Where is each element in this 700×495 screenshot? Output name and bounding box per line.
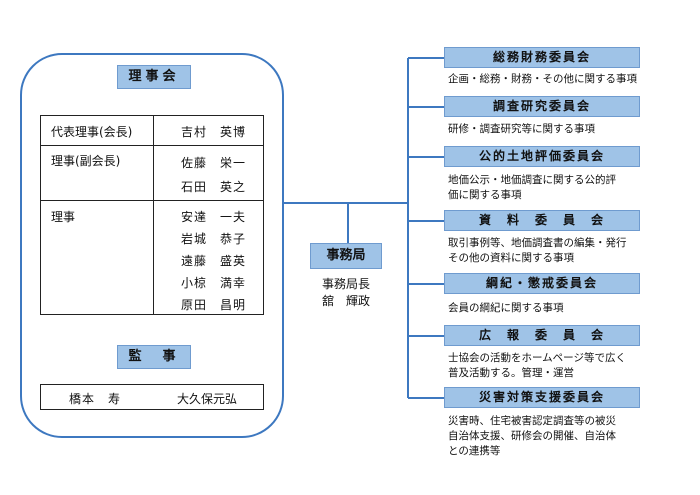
member-name: 佐藤 栄一 xyxy=(181,156,247,170)
member-name: 原田 昌明 xyxy=(181,298,247,312)
desc-line: その他の資料に関する事項 xyxy=(448,252,574,264)
role-label: 理事 xyxy=(51,210,76,224)
committee-desc: 災害時、住宅被害認定調査等の被災 自治体支援、研修会の開催、自治体 との連携等 xyxy=(448,414,648,459)
committee-desc: 士協会の活動をホームページ等で広く 普及活動する。管理・運営 xyxy=(448,351,648,381)
committee-title: 災害対策支援委員会 xyxy=(444,387,640,408)
desc-line: 取引事例等、地価調査書の編集・発行 xyxy=(448,237,627,249)
desc-line: 災害時、住宅被害認定調査等の被災 xyxy=(448,415,616,427)
desc-line: 自治体支援、研修会の開催、自治体 xyxy=(448,430,616,442)
committee-desc: 取引事例等、地価調査書の編集・発行 その他の資料に関する事項 xyxy=(448,236,648,266)
table-divider xyxy=(153,116,154,314)
board-frame xyxy=(20,53,284,438)
board-title: 理事会 xyxy=(117,65,191,89)
committee-title: 公的土地評価委員会 xyxy=(444,146,640,167)
member-name: 岩城 恭子 xyxy=(181,232,247,246)
member-name: 石田 英之 xyxy=(181,180,247,194)
desc-line: 価に関する事項 xyxy=(448,189,522,201)
committee-title: 調査研究委員会 xyxy=(444,96,640,117)
secretariat-role: 事務局長 xyxy=(321,277,370,291)
desc-line: 地価公示・地価調査に関する公的評 xyxy=(448,174,616,186)
table-row-divider xyxy=(41,145,263,146)
role-label: 代表理事(会長) xyxy=(51,125,133,139)
committee-title: 資 料 委 員 会 xyxy=(444,210,640,231)
table-row-divider xyxy=(41,200,263,201)
desc-line: 士協会の活動をホームページ等で広く xyxy=(448,352,626,364)
secretariat-name: 舘 輝政 xyxy=(321,294,370,308)
committee-title: 総務財務委員会 xyxy=(444,47,640,68)
desc-line: 企画・総務・財務・その他に関する事項 xyxy=(448,73,637,85)
auditor-name: 橋本 寿 xyxy=(69,392,122,406)
secretariat-title: 事務局 xyxy=(310,243,382,269)
committee-desc: 地価公示・地価調査に関する公的評 価に関する事項 xyxy=(448,173,648,203)
desc-line: 会員の綱紀に関する事項 xyxy=(448,302,564,314)
committee-title: 広 報 委 員 会 xyxy=(444,325,640,346)
member-name: 遠藤 盛英 xyxy=(181,254,247,268)
committee-title: 綱紀・懲戒委員会 xyxy=(444,273,640,294)
committee-desc: 研修・調査研究等に関する事項 xyxy=(448,122,648,137)
member-name: 安達 一夫 xyxy=(181,210,247,224)
desc-line: 研修・調査研究等に関する事項 xyxy=(448,123,595,135)
desc-line: 普及活動する。管理・運営 xyxy=(448,367,574,379)
committee-desc: 企画・総務・財務・その他に関する事項 xyxy=(448,72,648,87)
committee-desc: 会員の綱紀に関する事項 xyxy=(448,301,648,316)
role-label: 理事(副会長) xyxy=(51,154,121,168)
auditor-name: 大久保元弘 xyxy=(177,392,238,406)
auditor-box: 橋本 寿 大久保元弘 xyxy=(40,384,264,410)
member-name: 小椋 満幸 xyxy=(181,276,247,290)
auditor-title: 監 事 xyxy=(117,345,191,369)
board-table: 代表理事(会長) 吉村 英博 理事(副会長) 佐藤 栄一 石田 英之 理事 安達… xyxy=(40,115,264,315)
desc-line: との連携等 xyxy=(448,445,501,457)
member-name: 吉村 英博 xyxy=(181,125,247,139)
